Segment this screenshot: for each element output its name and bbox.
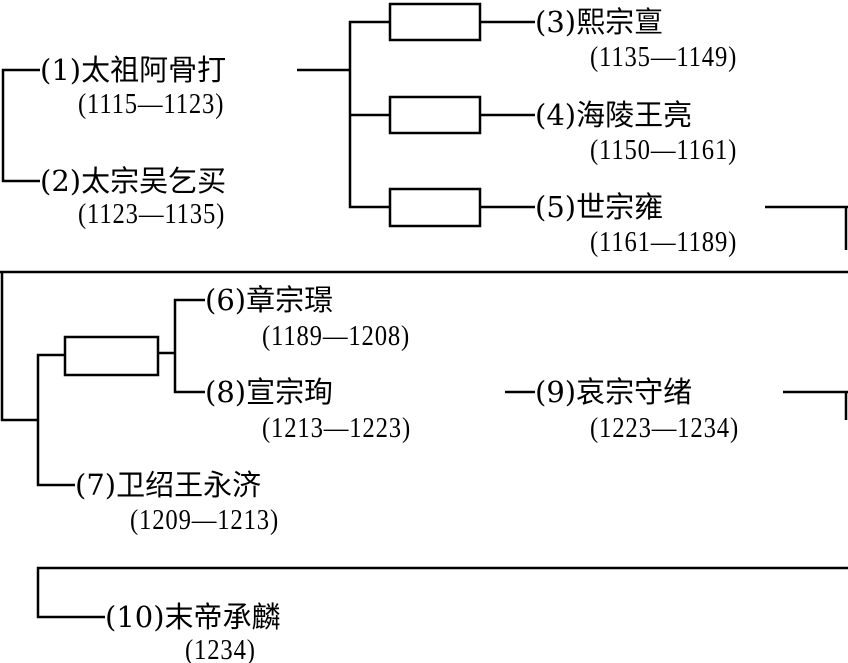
unnamed-father-box-4	[63, 335, 160, 377]
unnamed-father-box-2	[388, 95, 482, 135]
emperor-6-name: (6)章宗璟	[205, 283, 334, 317]
line-9-continue	[783, 390, 848, 420]
emperor-1-name: (1)太祖阿骨打	[40, 53, 227, 87]
line-5-continue	[765, 205, 848, 250]
row2-trunk	[36, 353, 75, 487]
emperor-5-reign: (1161—1189)	[590, 226, 738, 258]
bracket-1-2	[1, 68, 40, 183]
emperor-8-name: (8)宣宗珣	[205, 375, 334, 409]
sons-trunk	[348, 20, 390, 209]
emperor-6-reign: (1189—1208)	[262, 320, 411, 352]
unnamed-father-box-1	[388, 2, 482, 42]
emperor-9-name: (9)哀宗守绪	[535, 375, 693, 409]
box4-children	[158, 298, 205, 394]
emperor-2-name: (2)太宗吴乞买	[40, 164, 227, 198]
box-links	[480, 20, 535, 209]
emperor-3-name: (3)熙宗亶	[535, 5, 664, 39]
row2-left	[0, 272, 38, 422]
emperor-4-name: (4)海陵王亮	[535, 98, 693, 132]
emperor-5-name: (5)世宗雍	[535, 190, 664, 224]
emperor-3-reign: (1135—1149)	[590, 41, 738, 73]
emperor-10-reign: (1234)	[185, 634, 256, 663]
emperor-9-reign: (1223—1234)	[590, 412, 740, 444]
row3-line	[36, 566, 848, 619]
emperor-8-reign: (1213—1223)	[262, 412, 412, 444]
emperor-4-reign: (1150—1161)	[590, 134, 738, 166]
emperor-7-name: (7)卫绍王永济	[75, 468, 262, 502]
emperor-2-reign: (1123—1135)	[78, 198, 226, 230]
emperor-10-name: (10)末帝承麟	[105, 600, 281, 634]
emperor-7-reign: (1209—1213)	[130, 504, 280, 536]
unnamed-father-box-3	[388, 187, 482, 228]
emperor-1-reign: (1115—1123)	[78, 88, 225, 120]
